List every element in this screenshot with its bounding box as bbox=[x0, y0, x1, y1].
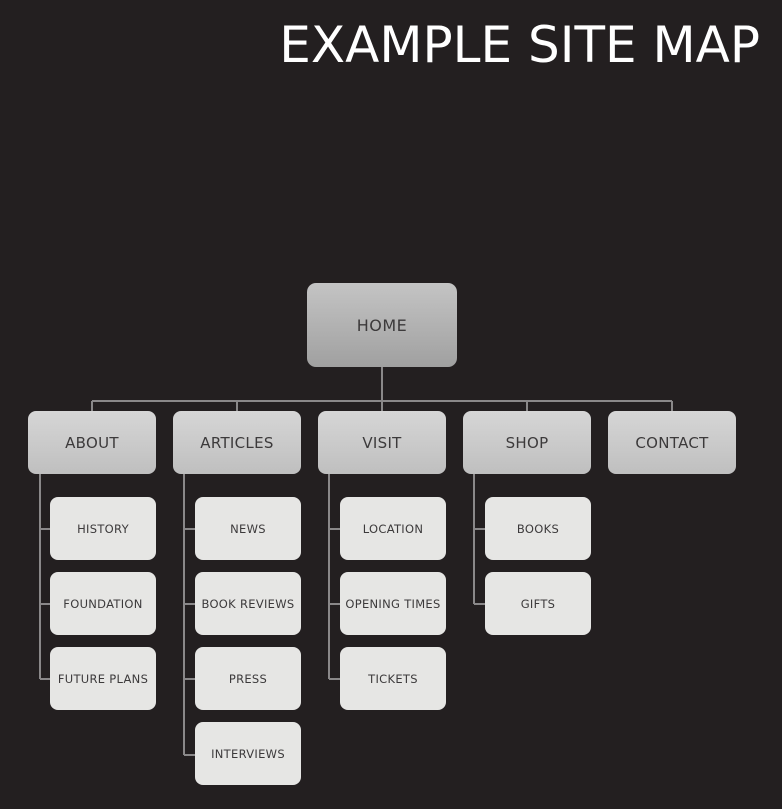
node-history[interactable]: HISTORY bbox=[50, 497, 156, 560]
node-foundation[interactable]: FOUNDATION bbox=[50, 572, 156, 635]
node-gifts[interactable]: GIFTS bbox=[485, 572, 591, 635]
node-visit[interactable]: VISIT bbox=[318, 411, 446, 474]
node-book-reviews[interactable]: BOOK REVIEWS bbox=[195, 572, 301, 635]
node-books[interactable]: BOOKS bbox=[485, 497, 591, 560]
node-future-plans[interactable]: FUTURE PLANS bbox=[50, 647, 156, 710]
node-interviews[interactable]: INTERVIEWS bbox=[195, 722, 301, 785]
node-location[interactable]: LOCATION bbox=[340, 497, 446, 560]
node-tickets[interactable]: TICKETS bbox=[340, 647, 446, 710]
node-news[interactable]: NEWS bbox=[195, 497, 301, 560]
page-title: EXAMPLE SITE MAP bbox=[279, 16, 760, 74]
node-opening-times[interactable]: OPENING TIMES bbox=[340, 572, 446, 635]
node-contact[interactable]: CONTACT bbox=[608, 411, 736, 474]
node-about[interactable]: ABOUT bbox=[28, 411, 156, 474]
node-home[interactable]: HOME bbox=[307, 283, 457, 367]
node-articles[interactable]: ARTICLES bbox=[173, 411, 301, 474]
node-press[interactable]: PRESS bbox=[195, 647, 301, 710]
node-shop[interactable]: SHOP bbox=[463, 411, 591, 474]
